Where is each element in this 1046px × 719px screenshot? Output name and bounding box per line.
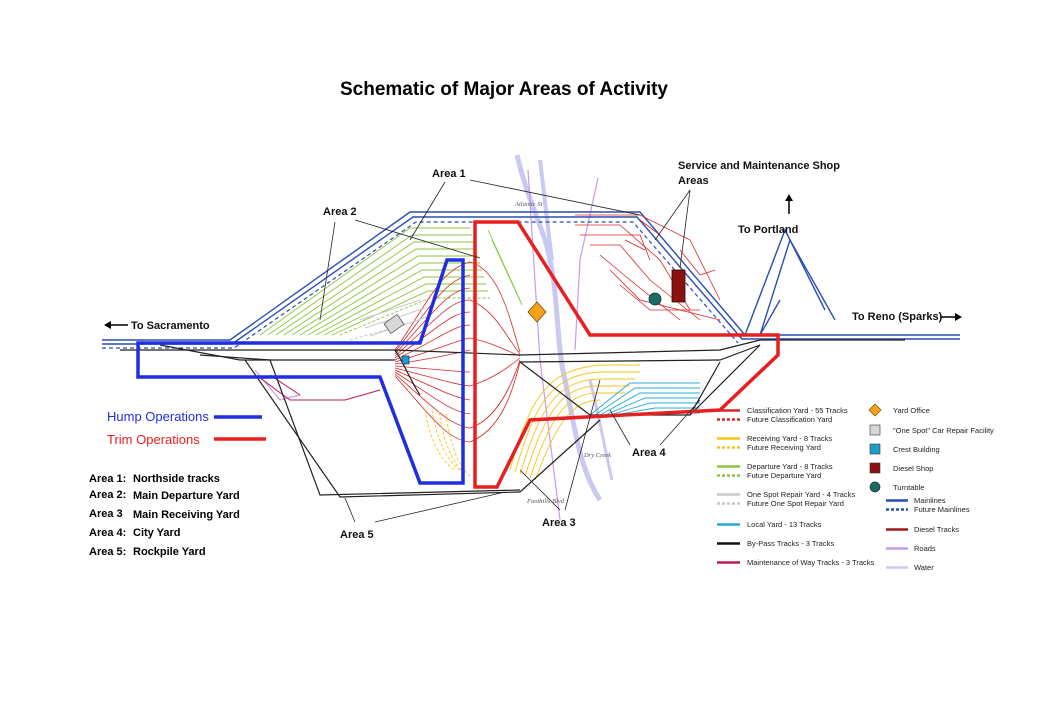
area-key-name: Northside tracks [133,473,220,485]
shop-areas-label-line2: Areas [678,175,709,187]
to-portland-label: To Portland [738,224,798,236]
future-one-spot-repair [349,319,421,341]
area-key-code: Area 3 [89,508,123,520]
track-legend-label: Future One Spot Repair Yard [747,499,844,508]
diagram-title: Schematic of Major Areas of Activity [340,79,668,100]
future-mainlines [102,221,739,349]
yard-office-icon [527,301,547,323]
future-receiving-yard [424,409,471,477]
hump-operations-label: Hump Operations [107,409,209,424]
area-1-label: Area 1 [432,168,466,180]
area-4-label: Area 4 [632,447,667,459]
track-legend-label: One Spot Repair Yard - 4 Tracks [747,490,855,499]
track-legend-label: Local Yard - 13 Tracks [747,520,822,529]
crest-building-icon [401,355,410,365]
trim-operations-outline [473,220,780,489]
future-departure-yard [339,297,490,336]
service-shop-tracks [575,214,721,321]
bypass-tracks [120,339,905,498]
diesel-shop-icon [671,269,686,303]
area-key-name: City Yard [133,527,181,539]
symbol-legend-label: Crest Building [893,445,940,454]
area-key-code: Area 5: [89,546,126,558]
water-features [514,154,614,502]
leader-lines [319,179,701,523]
area-key-code: Area 4: [89,527,126,539]
symbol-legend: Yard Office "One Spot" Car Repair Facilit… [868,403,994,493]
symbol-legend-label: Turntable [893,483,924,492]
hump-operations-outline [136,258,465,485]
trim-operations-label: Trim Operations [107,432,200,447]
area-key-name: Rockpile Yard [133,546,206,558]
to-reno-label: To Reno (Sparks) [852,311,943,323]
shop-areas-label-line1: Service and Maintenance Shop [678,160,840,172]
area-key: Area 1: Northside tracks Area 2: Main De… [89,473,240,558]
line-legend-label: Water [914,563,934,572]
mainlines [102,211,960,345]
symbol-legend-label: Diesel Shop [893,464,933,473]
symbol-legend-label: "One Spot" Car Repair Facility [893,426,994,435]
symbol-legend-label: Yard Office [893,406,930,415]
track-legend-label: Departure Yard - 8 Tracks [747,462,833,471]
track-legend-label: Future Departure Yard [747,471,821,480]
area-key-code: Area 2: [89,489,126,501]
area-2-label: Area 2 [323,206,357,218]
area-key-name: Main Receiving Yard [133,509,240,521]
area-key-code: Area 1: [89,473,126,485]
track-legend-label: Future Classification Yard [747,415,832,424]
turntable-icon [648,292,662,306]
area-5-label: Area 5 [340,529,374,541]
direction-arrows [104,194,962,329]
line-legend-label: Mainlines [914,496,946,505]
square-icon [869,443,881,455]
line-legend-label: Roads [914,544,936,553]
square-icon [869,424,881,436]
track-legend-label: Classification Yard - 55 Tracks [747,406,848,415]
line-legend-label: Diesel Tracks [914,525,959,534]
track-legend-label: Future Receiving Yard [747,443,821,452]
area-key-name: Main Departure Yard [133,490,240,502]
track-legend-label: By-Pass Tracks - 3 Tracks [747,539,834,548]
dry-creek-label: Dry Creek [583,452,611,459]
operations-legend: Hump Operations Trim Operations [107,409,266,447]
one-spot-repair-facility-icon [383,313,405,335]
track-legend-label: Maintenance of Way Tracks - 3 Tracks [747,558,875,567]
atlantic-label: Atlantic St [514,201,542,208]
track-legend-label: Receiving Yard - 8 Tracks [747,434,832,443]
circle-icon [869,481,881,493]
foothills-label: Foothills Blvd [526,498,565,505]
diamond-icon [868,403,882,417]
square-icon [869,462,881,474]
to-sacramento-label: To Sacramento [131,320,210,332]
area-3-label: Area 3 [542,517,576,529]
line-legend-label: Future Mainlines [914,505,970,514]
